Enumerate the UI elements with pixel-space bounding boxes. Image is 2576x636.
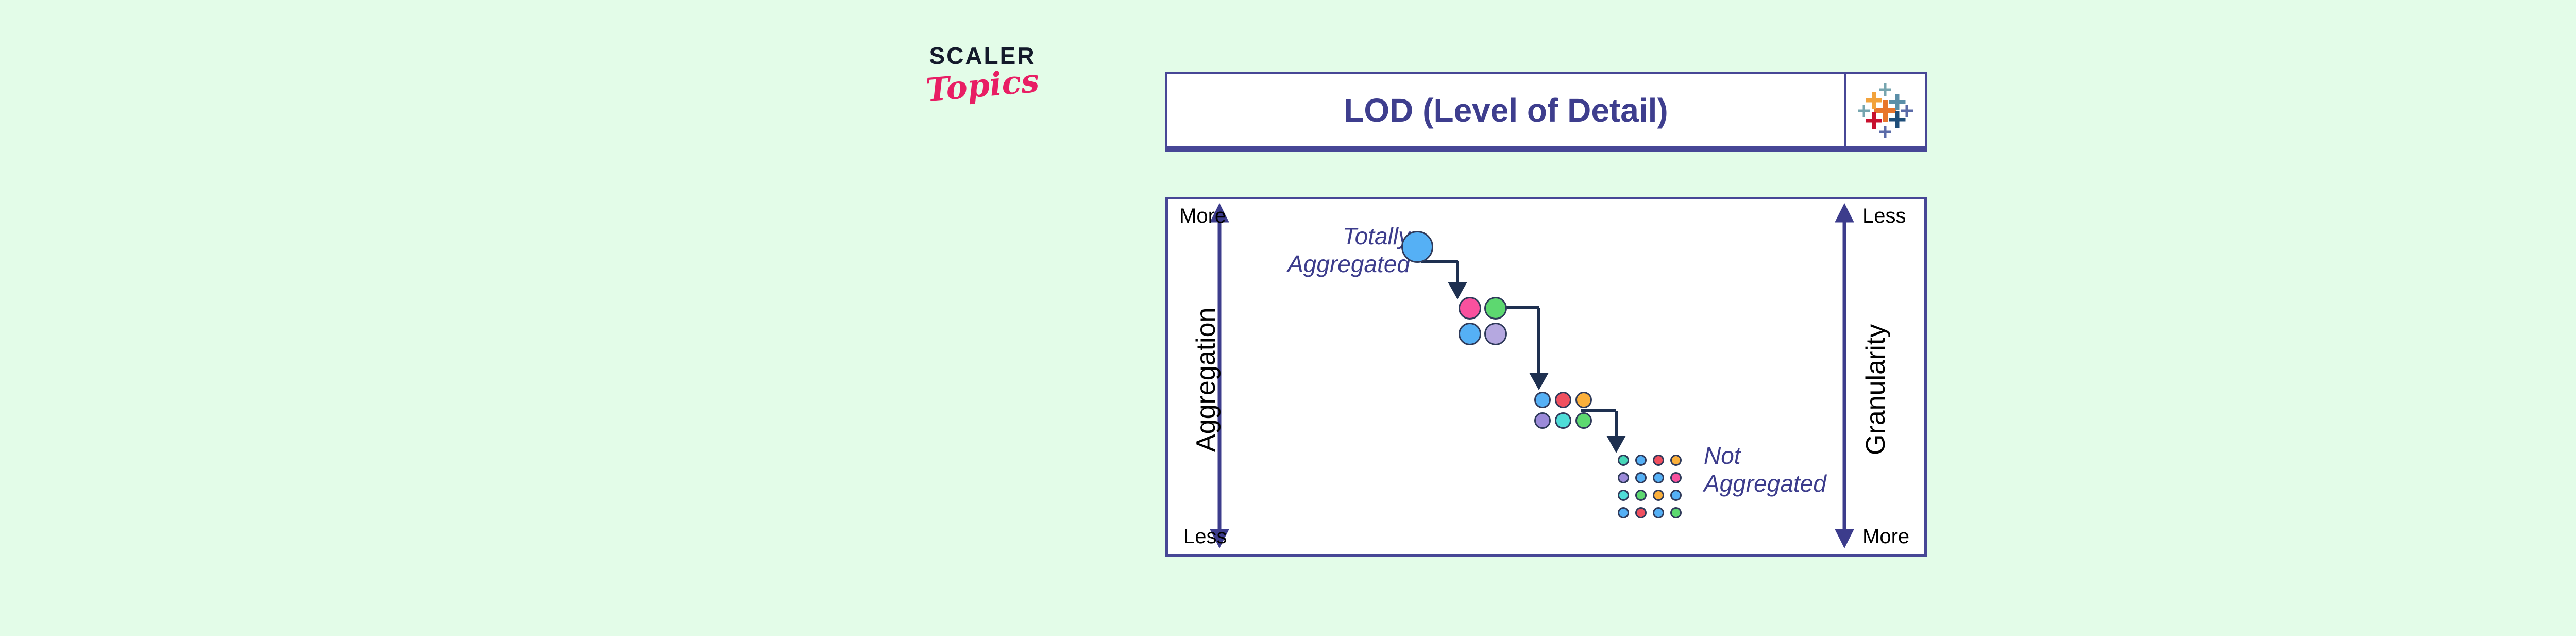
dot-1-1-1 — [1401, 231, 1433, 263]
dot-4-2-3 — [1653, 472, 1664, 483]
dot-3-1-3 — [1575, 392, 1592, 408]
lod-diagram: More Less Aggregation Less More Granular… — [1165, 197, 1927, 557]
dot-4-2-4 — [1670, 472, 1682, 483]
dot-4-2-2 — [1635, 472, 1647, 483]
dot-4-3-3 — [1653, 490, 1664, 501]
dot-4-3-4 — [1670, 490, 1682, 501]
dot-3-2-1 — [1534, 412, 1551, 429]
title-card: LOD (Level of Detail) — [1165, 72, 1927, 152]
dot-2-1-1 — [1459, 297, 1481, 320]
dot-4-1-1 — [1618, 455, 1629, 466]
dot-3-1-2 — [1555, 392, 1571, 408]
dot-2-1-2 — [1484, 297, 1507, 320]
dot-2-2-1 — [1459, 323, 1481, 345]
dot-4-2-1 — [1618, 472, 1629, 483]
dot-3-1-1 — [1534, 392, 1551, 408]
right-axis-top-label: Less — [1862, 205, 1906, 227]
brand-topics-text: Topics — [924, 61, 1041, 109]
brand-scaler-text: SCALER — [929, 42, 1036, 69]
tableau-logo — [1858, 83, 1913, 138]
dot-4-4-3 — [1653, 507, 1664, 518]
dot-3-2-3 — [1575, 412, 1592, 429]
callout-not-aggregated: Not Aggregated — [1704, 442, 1826, 497]
dot-4-3-2 — [1635, 490, 1647, 501]
page-title: LOD (Level of Detail) — [1344, 92, 1668, 129]
dot-3-2-2 — [1555, 412, 1571, 429]
dot-4-1-4 — [1670, 455, 1682, 466]
dot-4-4-2 — [1635, 507, 1647, 518]
callout-totally-aggregated: Totally Aggregated — [1287, 223, 1410, 278]
tableau-logo-container — [1846, 74, 1925, 146]
dot-2-2-2 — [1484, 323, 1507, 345]
dot-4-4-4 — [1670, 507, 1682, 518]
dot-4-1-2 — [1635, 455, 1647, 466]
left-axis-name: Aggregation — [1191, 307, 1221, 452]
title-text-container: LOD (Level of Detail) — [1167, 74, 1846, 146]
dot-4-4-1 — [1618, 507, 1629, 518]
scaler-topics-logo: SCALER Topics — [897, 44, 1067, 121]
dot-4-1-3 — [1653, 455, 1664, 466]
dot-4-3-1 — [1618, 490, 1629, 501]
left-axis-bottom-label: Less — [1183, 525, 1227, 548]
right-axis-name: Granularity — [1861, 324, 1891, 455]
right-axis-bottom-label: More — [1862, 525, 1910, 548]
left-axis-top-label: More — [1179, 205, 1227, 227]
stage-connectors — [1421, 260, 1626, 453]
